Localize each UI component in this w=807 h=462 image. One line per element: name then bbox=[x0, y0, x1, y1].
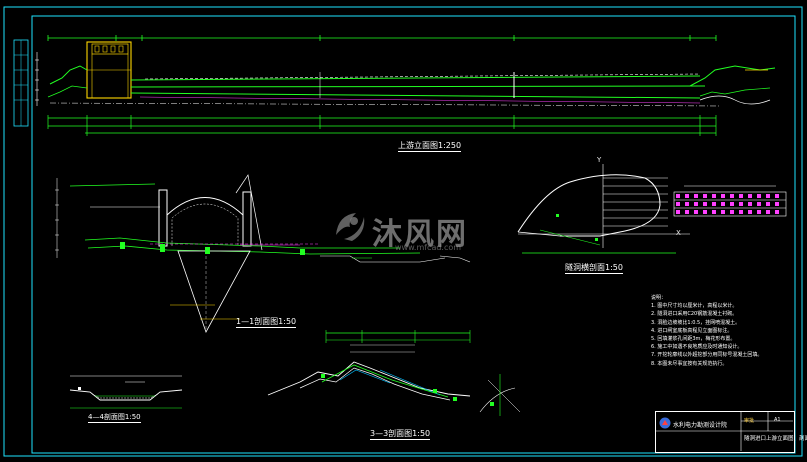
axis-x-label: X bbox=[676, 229, 681, 237]
section-1-title: 1—1剖面图1:50 bbox=[236, 317, 297, 328]
section-3-3 bbox=[267, 330, 521, 416]
section-4-title: 4—4剖面图1:50 bbox=[88, 413, 141, 423]
section-3-title: 3—3剖面图1:50 bbox=[370, 429, 431, 440]
outer-frame bbox=[3, 6, 803, 457]
note-line: 说明： bbox=[651, 295, 667, 301]
inner-frame bbox=[31, 15, 796, 454]
drawing-name: 隧洞进口上游立面图、剖面图 bbox=[744, 436, 807, 442]
sheet-size: A1 bbox=[774, 417, 781, 423]
axis-y-label: Y bbox=[597, 156, 602, 164]
note-line: 7. 开挖轮廓线以外超挖部分用同标号混凝土回填。 bbox=[651, 352, 763, 359]
note-line: 6. 施工中如遇不良地质应及时通知设计。 bbox=[651, 344, 743, 351]
notes-block: 说明： 1. 图中尺寸均以厘米计，高程以米计。 2. 隧洞进口采用C20钢筋混凝… bbox=[651, 294, 762, 368]
note-line: 4. 进口闸室底板高程见立面图标注。 bbox=[651, 327, 733, 334]
note-line: 8. 本图未尽事宜按有关规范执行。 bbox=[651, 360, 728, 367]
title-block: 水利电力勘测设计院 审批 A1 隧洞进口上游立面图、剖面图 bbox=[655, 411, 807, 453]
section-4-4 bbox=[69, 375, 183, 409]
company-logo-icon bbox=[659, 417, 671, 429]
upstream-elevation bbox=[35, 35, 776, 136]
note-line: 1. 图中尺寸均以厘米计，高程以米计。 bbox=[651, 303, 738, 310]
note-line: 2. 隧洞进口采用C20钢筋混凝土衬砌。 bbox=[651, 311, 738, 318]
note-line: 5. 回填灌浆孔间距3m，梅花形布置。 bbox=[651, 336, 736, 343]
tunnel-cross-section bbox=[517, 164, 787, 254]
company-name: 水利电力勘测设计院 bbox=[673, 422, 728, 429]
note-line: 3. 洞脸边坡坡比1:0.5，挂网喷混凝土。 bbox=[651, 319, 741, 326]
approval-stamp: 审批 bbox=[744, 418, 755, 424]
cross-section-title: 隧洞横剖面1:50 bbox=[565, 263, 623, 274]
section-1-1 bbox=[55, 174, 471, 333]
elevation-view-title: 上游立面图1:250 bbox=[398, 141, 462, 152]
